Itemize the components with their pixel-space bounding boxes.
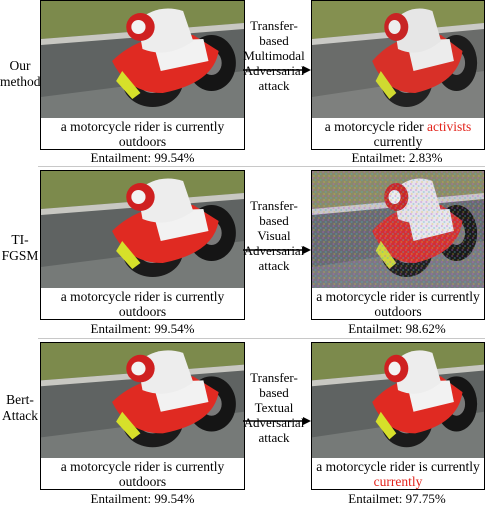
adversarial-caption: a motorcycle rider is currently outdoors xyxy=(312,289,484,319)
row1-attack-label: Transfer-based Multimodal Adversarial at… xyxy=(243,18,305,93)
row1-arrow xyxy=(243,66,311,74)
original-caption: a motorcycle rider is currently outdoors xyxy=(41,289,244,319)
motorcycle-photo xyxy=(312,343,484,458)
perturbed-word: activists xyxy=(427,119,472,134)
motorcycle-photo xyxy=(41,1,244,118)
adversarial-caption: a motorcycle rider activists currently o… xyxy=(312,119,484,149)
original-caption: a motorcycle rider is currently outdoors xyxy=(41,459,244,489)
row1-adversarial-image-box: a motorcycle rider activists currently o… xyxy=(311,0,485,150)
row2-adversarial-image-box: a motorcycle rider is currently outdoors xyxy=(311,170,485,320)
row3-original-image-box: a motorcycle rider is currently outdoors xyxy=(40,342,245,490)
motorcycle-photo xyxy=(41,171,244,288)
row-divider xyxy=(38,166,485,167)
row3-adversarial-score: Entailmet: 97.75% xyxy=(348,491,446,506)
row-divider xyxy=(38,338,485,339)
row2-method-label: TI-FGSM xyxy=(1,232,39,263)
row2-arrow xyxy=(243,246,311,254)
row2-original-image-box: a motorcycle rider is currently outdoors xyxy=(40,170,245,320)
perturbed-word: currently xyxy=(373,474,423,489)
adversarial-caption: a motorcycle rider is currently currentl… xyxy=(312,459,484,489)
row3-method-label: Bert- Attack xyxy=(2,392,38,423)
row2-adversarial-score: Entailmet: 98.62% xyxy=(348,321,446,336)
row2-original-score: Entailment: 99.54% xyxy=(90,321,195,336)
row3-original-score: Entailment: 99.54% xyxy=(90,491,195,506)
motorcycle-photo-noisy xyxy=(312,171,484,288)
row1-adversarial-score: Entailmet: 2.83% xyxy=(351,150,443,165)
original-caption: a motorcycle rider is currently outdoors xyxy=(41,119,244,149)
row2-attack-label: Transfer-based Visual Adversarial attack xyxy=(243,198,305,273)
row1-method-label: Our method xyxy=(0,58,41,89)
motorcycle-photo xyxy=(41,343,244,458)
row3-adversarial-image-box: a motorcycle rider is currently currentl… xyxy=(311,342,485,490)
row3-arrow xyxy=(243,417,311,425)
motorcycle-photo-perturbed xyxy=(312,1,484,118)
row1-original-score: Entailment: 99.54% xyxy=(90,150,195,165)
row1-original-image-box: a motorcycle rider is currently outdoors xyxy=(40,0,245,150)
row3-attack-label: Transfer-based Textual Adversarial attac… xyxy=(243,370,305,445)
